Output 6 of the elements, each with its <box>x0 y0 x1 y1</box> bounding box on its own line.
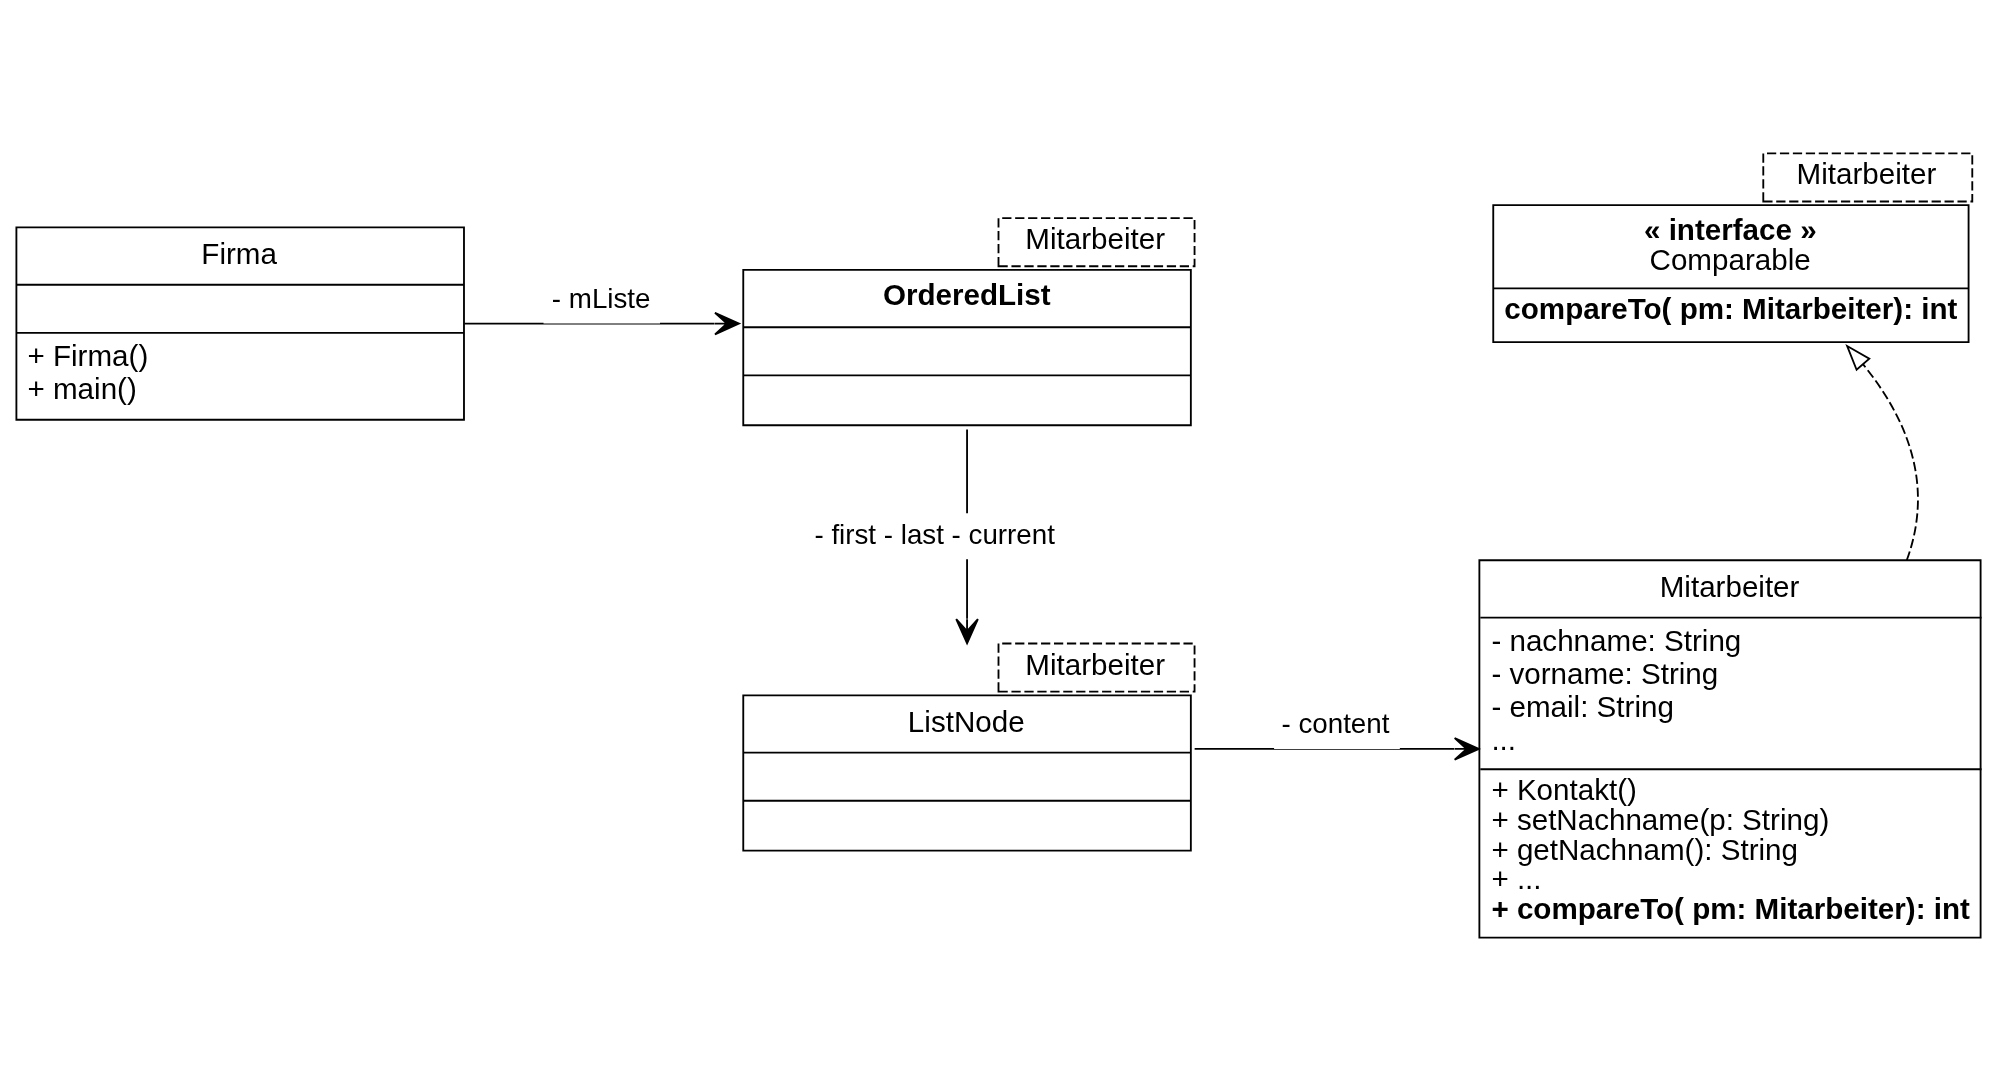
edge-label: - mListe <box>551 282 651 314</box>
edge-label: - content <box>1281 707 1390 739</box>
node-label: Mitarbeiter <box>1025 647 1166 681</box>
node-label: Mitarbeiter <box>1796 156 1937 190</box>
node-label: Mitarbeiter <box>1025 221 1166 255</box>
edge-label: - first - last - current <box>814 518 1055 550</box>
